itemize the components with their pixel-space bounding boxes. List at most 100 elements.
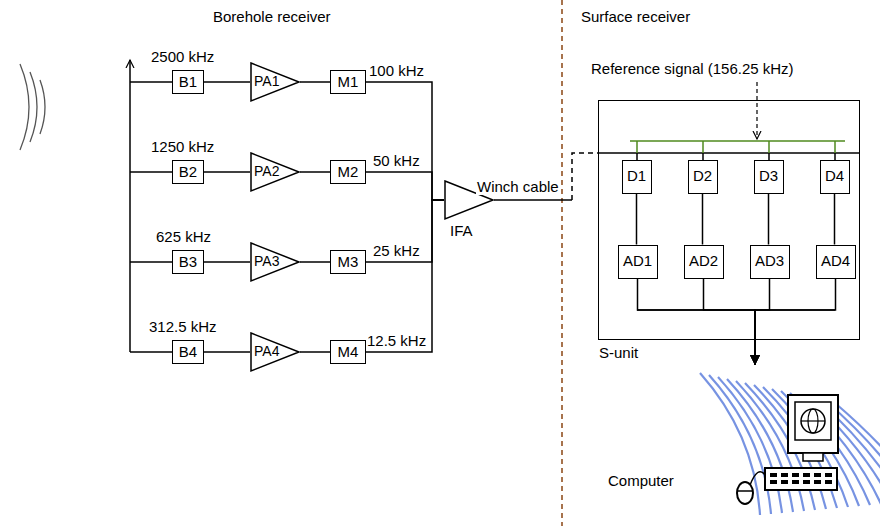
frequency-label: 12.5 kHz <box>366 332 427 349</box>
connector <box>702 194 703 245</box>
divider-line <box>561 0 563 526</box>
converter-box: AD1 <box>618 245 658 279</box>
connector-line <box>366 200 444 352</box>
connector-line <box>494 199 572 201</box>
converter-box: AD4 <box>816 245 856 279</box>
connector-line <box>638 279 756 366</box>
node-label: PA4 <box>254 344 279 359</box>
connector-line <box>636 194 638 245</box>
demodulator-box: D1 <box>622 160 652 194</box>
node-label: B3 <box>179 254 197 271</box>
converter-box: AD2 <box>684 245 724 279</box>
node-label: PA3 <box>254 254 279 269</box>
connector-line <box>204 261 250 263</box>
mixer-box: M2 <box>330 160 366 184</box>
demodulator-box: D4 <box>820 160 850 194</box>
cable-label: Winch cable <box>476 178 560 195</box>
node-label: AD1 <box>623 253 652 270</box>
frequency-label: 625 kHz <box>155 228 212 245</box>
node-label: D3 <box>759 168 778 185</box>
connector-line <box>204 351 250 353</box>
node-label: IFA <box>450 223 473 240</box>
connector <box>300 82 330 83</box>
reference-arrow <box>756 82 757 139</box>
antenna <box>130 60 172 352</box>
mixer-box: M1 <box>330 70 366 94</box>
connector-line <box>755 279 770 366</box>
amplifier-triangle: PA3 <box>250 242 300 282</box>
connector <box>300 262 330 263</box>
connector <box>204 262 250 263</box>
demodulator-box: D2 <box>688 160 718 194</box>
demodulator-box: D3 <box>754 160 784 194</box>
frequency-label: 312.5 kHz <box>148 318 218 335</box>
node-label: AD2 <box>689 253 718 270</box>
node-label: B4 <box>179 344 197 361</box>
connector <box>366 82 444 200</box>
frequency-label: 50 kHz <box>372 152 421 169</box>
reference-line <box>630 141 845 153</box>
connector <box>768 194 769 245</box>
connector-line <box>702 194 704 245</box>
node-label: D2 <box>693 168 712 185</box>
node-label: D4 <box>825 168 844 185</box>
connector <box>755 279 836 366</box>
connector-line <box>300 261 330 263</box>
filter-box: B1 <box>172 70 204 94</box>
connector-line <box>204 81 250 83</box>
node-label: M1 <box>338 74 359 91</box>
amplifier-triangle: PA4 <box>250 332 300 372</box>
node-label: M2 <box>338 164 359 181</box>
node-label: B1 <box>179 74 197 91</box>
filter-box: B2 <box>172 160 204 184</box>
connector <box>755 279 770 366</box>
section-title: Borehole receiver <box>212 8 332 25</box>
unit-box: S-unitD1D2D3D4AD1AD2AD3AD4 <box>598 100 860 340</box>
mixer-box: M4 <box>330 340 366 364</box>
frequency-label: 2500 kHz <box>150 48 215 65</box>
connector <box>834 194 835 245</box>
node-label: AD4 <box>821 253 850 270</box>
node-label: S-unit <box>599 345 638 362</box>
connector-line <box>834 194 836 245</box>
frequency-label: 1250 kHz <box>150 138 215 155</box>
signal-label: Reference signal (156.25 kHz) <box>590 60 795 77</box>
connector <box>300 352 330 353</box>
node-label: D1 <box>627 168 646 185</box>
node-label: PA2 <box>254 164 279 179</box>
node-label: B2 <box>179 164 197 181</box>
connector <box>636 194 637 245</box>
node-label: M3 <box>338 254 359 271</box>
connector-line <box>300 81 330 83</box>
connector-line <box>300 171 330 173</box>
connector-line <box>300 351 330 353</box>
section-title: Surface receiver <box>580 8 691 25</box>
connector-line <box>704 279 756 366</box>
frequency-label: 25 kHz <box>372 242 421 259</box>
node-label: PA1 <box>254 74 279 89</box>
connector <box>204 82 250 83</box>
connector <box>204 352 250 353</box>
node-label: M4 <box>338 344 359 361</box>
connector-line <box>572 153 598 200</box>
wave-symbol <box>20 64 45 150</box>
connector <box>204 172 250 173</box>
computer-icon: Computer <box>600 365 870 520</box>
frequency-label: 100 kHz <box>368 62 425 79</box>
node-label: Computer <box>608 473 674 490</box>
connector <box>638 279 756 366</box>
connector-line <box>768 194 770 245</box>
connector-line <box>366 82 444 200</box>
connector-line <box>366 172 444 200</box>
mixer-box: M3 <box>330 250 366 274</box>
node-label: AD3 <box>755 253 784 270</box>
filter-box: B4 <box>172 340 204 364</box>
amplifier-triangle: PA1 <box>250 62 300 102</box>
connector <box>366 200 444 352</box>
converter-box: AD3 <box>750 245 790 279</box>
computer-drawing <box>600 365 870 520</box>
connector-line <box>204 171 250 173</box>
